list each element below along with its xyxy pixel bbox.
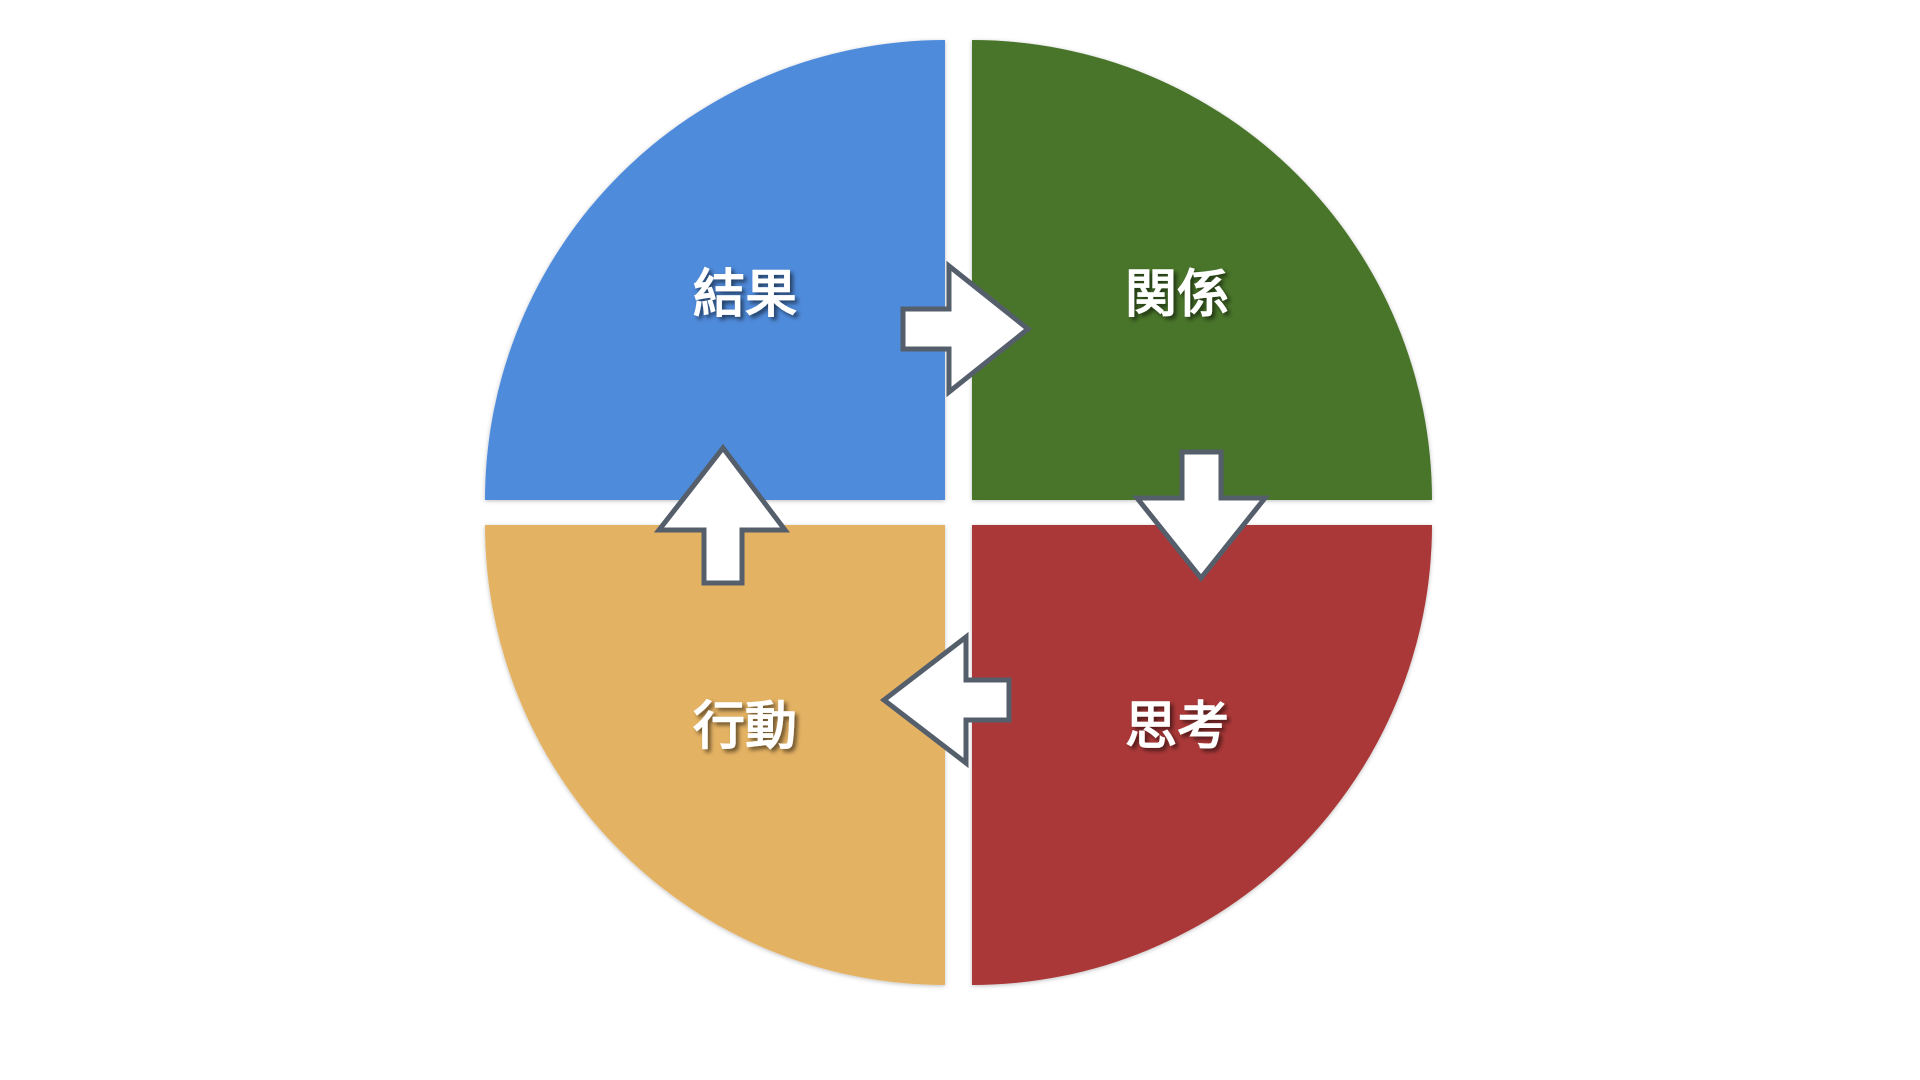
quadrant-bottom-left: [485, 525, 945, 985]
arrow-up-icon: [653, 443, 791, 586]
arrow-left-icon: [879, 631, 1012, 769]
quadrant-bottom-right: [972, 525, 1432, 985]
quadrant-label-relationship: 関係: [1125, 265, 1229, 325]
quadrant-label-result: 結果: [693, 265, 797, 325]
arrow-right-icon: [900, 260, 1033, 398]
quadrant-label-action: 行動: [693, 697, 797, 757]
quadrant-top-left: [485, 40, 945, 500]
quadrant-top-right: [972, 40, 1432, 500]
arrow-down-icon: [1131, 449, 1271, 583]
quadrant-label-thinking: 思考: [1125, 697, 1229, 757]
